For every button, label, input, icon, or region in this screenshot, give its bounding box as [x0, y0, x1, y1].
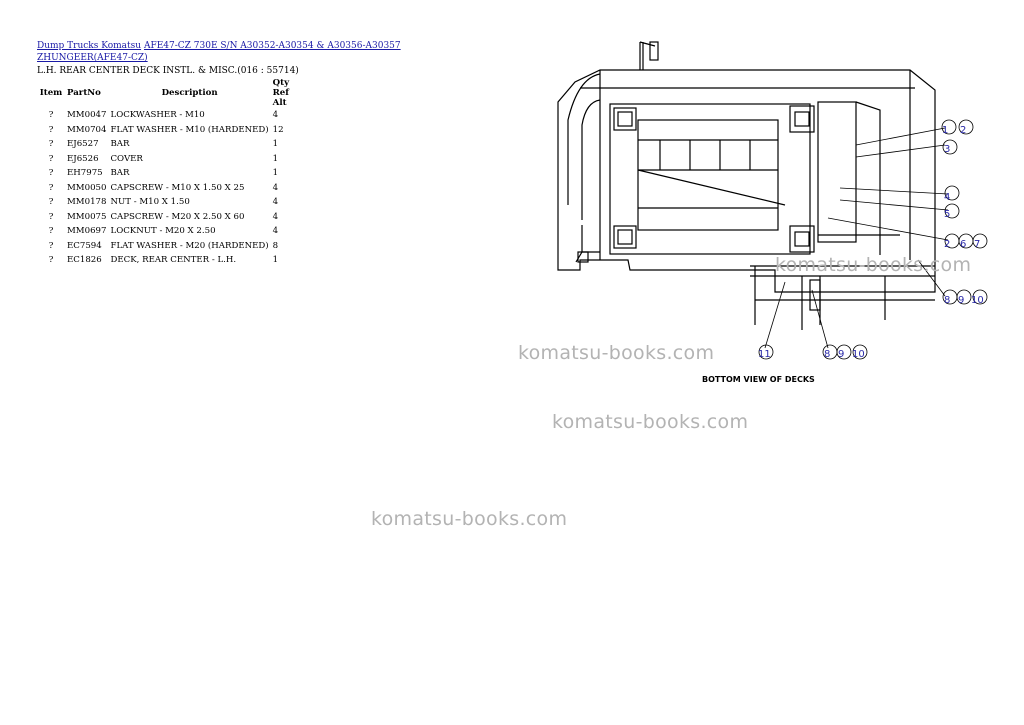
callout-5: 5 [944, 209, 950, 220]
cell-qty: 4 [272, 110, 279, 121]
callout-10b: 10 [852, 349, 865, 360]
header-ref: Ref [272, 88, 289, 98]
header-qty: Qty [272, 78, 290, 88]
cell-item: ? [48, 139, 54, 150]
callout-8b: 8 [824, 349, 830, 360]
callout-7: 7 [974, 239, 980, 250]
cell-item: ? [48, 226, 54, 237]
cell-partno: EH7975 [67, 168, 103, 179]
watermark: komatsu-books.com [775, 254, 972, 276]
callout-11: 11 [758, 349, 771, 360]
watermark: komatsu-books.com [518, 342, 715, 364]
table-row: ? EC7594 FLAT WASHER - M20 (HARDENED) 8 [37, 239, 291, 254]
cell-item: ? [48, 240, 54, 251]
breadcrumb-link-dump-trucks[interactable]: Dump Trucks Komatsu [37, 41, 142, 51]
cell-partno: EJ6526 [67, 153, 99, 164]
cell-qty: 1 [272, 168, 279, 179]
cell-partno: EC7594 [67, 240, 102, 251]
cell-qty: 12 [272, 124, 284, 135]
breadcrumb-link-model[interactable]: AFE47-CZ 730E S/N A30352-A30354 & A30356… [37, 41, 401, 63]
cell-partno: MM0697 [67, 226, 107, 237]
callout-2b: 2 [944, 239, 950, 250]
watermark: komatsu-books.com [371, 508, 568, 530]
header-description: Description [161, 88, 218, 98]
callout-3: 3 [944, 144, 950, 155]
deck-drawing [557, 41, 936, 330]
parts-diagram: 1 2 3 4 5 2 6 7 8 9 10 11 8 9 10 BOTTOM … [557, 41, 988, 384]
header-alt: Alt [272, 98, 287, 108]
cell-partno: MM0050 [67, 182, 107, 193]
cell-description: FLAT WASHER - M10 (HARDENED) [110, 124, 269, 135]
cell-partno: MM0075 [67, 211, 107, 222]
cell-qty: 4 [272, 211, 279, 222]
callout-labels: 1 2 3 4 5 2 6 7 8 9 10 11 8 9 10 [758, 125, 984, 360]
cell-item: ? [48, 124, 54, 135]
table-row: ? EC1826 DECK, REAR CENTER - L.H. 1 [37, 253, 291, 268]
cell-qty: 1 [272, 153, 279, 164]
table-row: ? MM0697 LOCKNUT - M20 X 2.50 4 [37, 224, 291, 239]
section-title: L.H. REAR CENTER DECK INSTL. & MISC.(016… [37, 66, 299, 76]
callout-9: 9 [958, 295, 964, 306]
cell-item: ? [48, 153, 54, 164]
cell-description: DECK, REAR CENTER - L.H. [110, 255, 237, 266]
cell-item: ? [48, 255, 54, 266]
cell-partno: EC1826 [67, 255, 102, 266]
watermark: komatsu-books.com [552, 411, 749, 433]
cell-qty: 4 [272, 197, 279, 208]
table-row: ? EJ6526 COVER 1 [37, 152, 291, 167]
cell-description: BAR [110, 168, 130, 179]
cell-description: FLAT WASHER - M20 (HARDENED) [110, 240, 269, 251]
parts-table: Item PartNo Description Qty Ref Alt ? MM… [37, 78, 291, 268]
table-row: ? MM0178 NUT - M10 X 1.50 4 [37, 195, 291, 210]
cell-item: ? [48, 211, 54, 222]
cell-item: ? [48, 182, 54, 193]
cell-partno: MM0178 [67, 197, 107, 208]
cell-qty: 8 [272, 240, 279, 251]
header-qty-ref-alt: Qty Ref Alt [271, 78, 291, 108]
breadcrumb: Dump Trucks Komatsu AFE47-CZ 730E S/N A3… [37, 40, 482, 64]
cell-description: CAPSCREW - M20 X 2.50 X 60 [110, 211, 245, 222]
table-row: ? MM0047 LOCKWASHER - M10 4 [37, 108, 291, 123]
table-row: ? MM0050 CAPSCREW - M10 X 1.50 X 25 4 [37, 181, 291, 196]
cell-partno: EJ6527 [67, 139, 99, 150]
table-row: ? MM0704 FLAT WASHER - M10 (HARDENED) 12 [37, 123, 291, 138]
cell-item: ? [48, 168, 54, 179]
header-item: Item [39, 88, 63, 98]
cell-partno: MM0047 [67, 110, 107, 121]
table-row: ? MM0075 CAPSCREW - M20 X 2.50 X 60 4 [37, 210, 291, 225]
cell-item: ? [48, 197, 54, 208]
header-partno: PartNo [67, 88, 101, 98]
callout-1: 1 [942, 125, 948, 136]
cell-description: NUT - M10 X 1.50 [110, 197, 190, 208]
table-row: ? EH7975 BAR 1 [37, 166, 291, 181]
callout-6: 6 [960, 239, 966, 250]
table-row: ? EJ6527 BAR 1 [37, 137, 291, 152]
cell-qty: 1 [272, 139, 279, 150]
callout-2: 2 [960, 125, 966, 136]
callout-4: 4 [944, 192, 950, 203]
cell-qty: 4 [272, 182, 279, 193]
callout-8: 8 [944, 295, 950, 306]
cell-description: LOCKNUT - M20 X 2.50 [110, 226, 216, 237]
callout-circles [758, 119, 988, 360]
leader-lines [764, 127, 949, 349]
cell-item: ? [48, 110, 54, 121]
cell-partno: MM0704 [67, 124, 107, 135]
parts-table-header: Item PartNo Description Qty Ref Alt [37, 78, 291, 108]
cell-description: CAPSCREW - M10 X 1.50 X 25 [110, 182, 245, 193]
callout-10: 10 [971, 295, 984, 306]
diagram-caption: BOTTOM VIEW OF DECKS [702, 375, 815, 384]
cell-qty: 1 [272, 255, 279, 266]
callout-9b: 9 [838, 349, 844, 360]
cell-description: BAR [110, 139, 130, 150]
cell-description: LOCKWASHER - M10 [110, 110, 205, 121]
cell-qty: 4 [272, 226, 279, 237]
cell-description: COVER [110, 153, 143, 164]
